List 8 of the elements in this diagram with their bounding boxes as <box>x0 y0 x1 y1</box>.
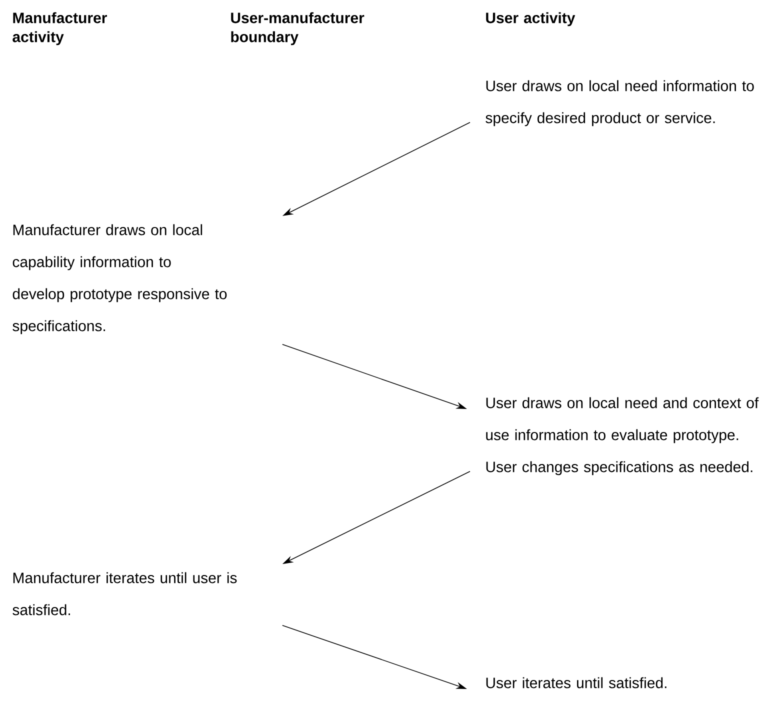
step-text: Manufacturer draws on local capability information to develop prototype responsive to specifications. <box>12 224 227 334</box>
column-heading: User-manufacturer boundary <box>231 12 364 46</box>
step-text: User draws on local need and context of use information to evaluate prototype. User changes specifications as needed. <box>486 397 759 476</box>
column-heading: Manufacturer activity <box>12 12 107 46</box>
step-text: User iterates until satisfied. <box>486 677 666 688</box>
column-heading: User activity <box>486 12 576 26</box>
step-text: User draws on local need information to specify desired product or service. <box>486 80 754 126</box>
step-text: Manufacturer iterates until user is satisfied. <box>12 572 237 616</box>
